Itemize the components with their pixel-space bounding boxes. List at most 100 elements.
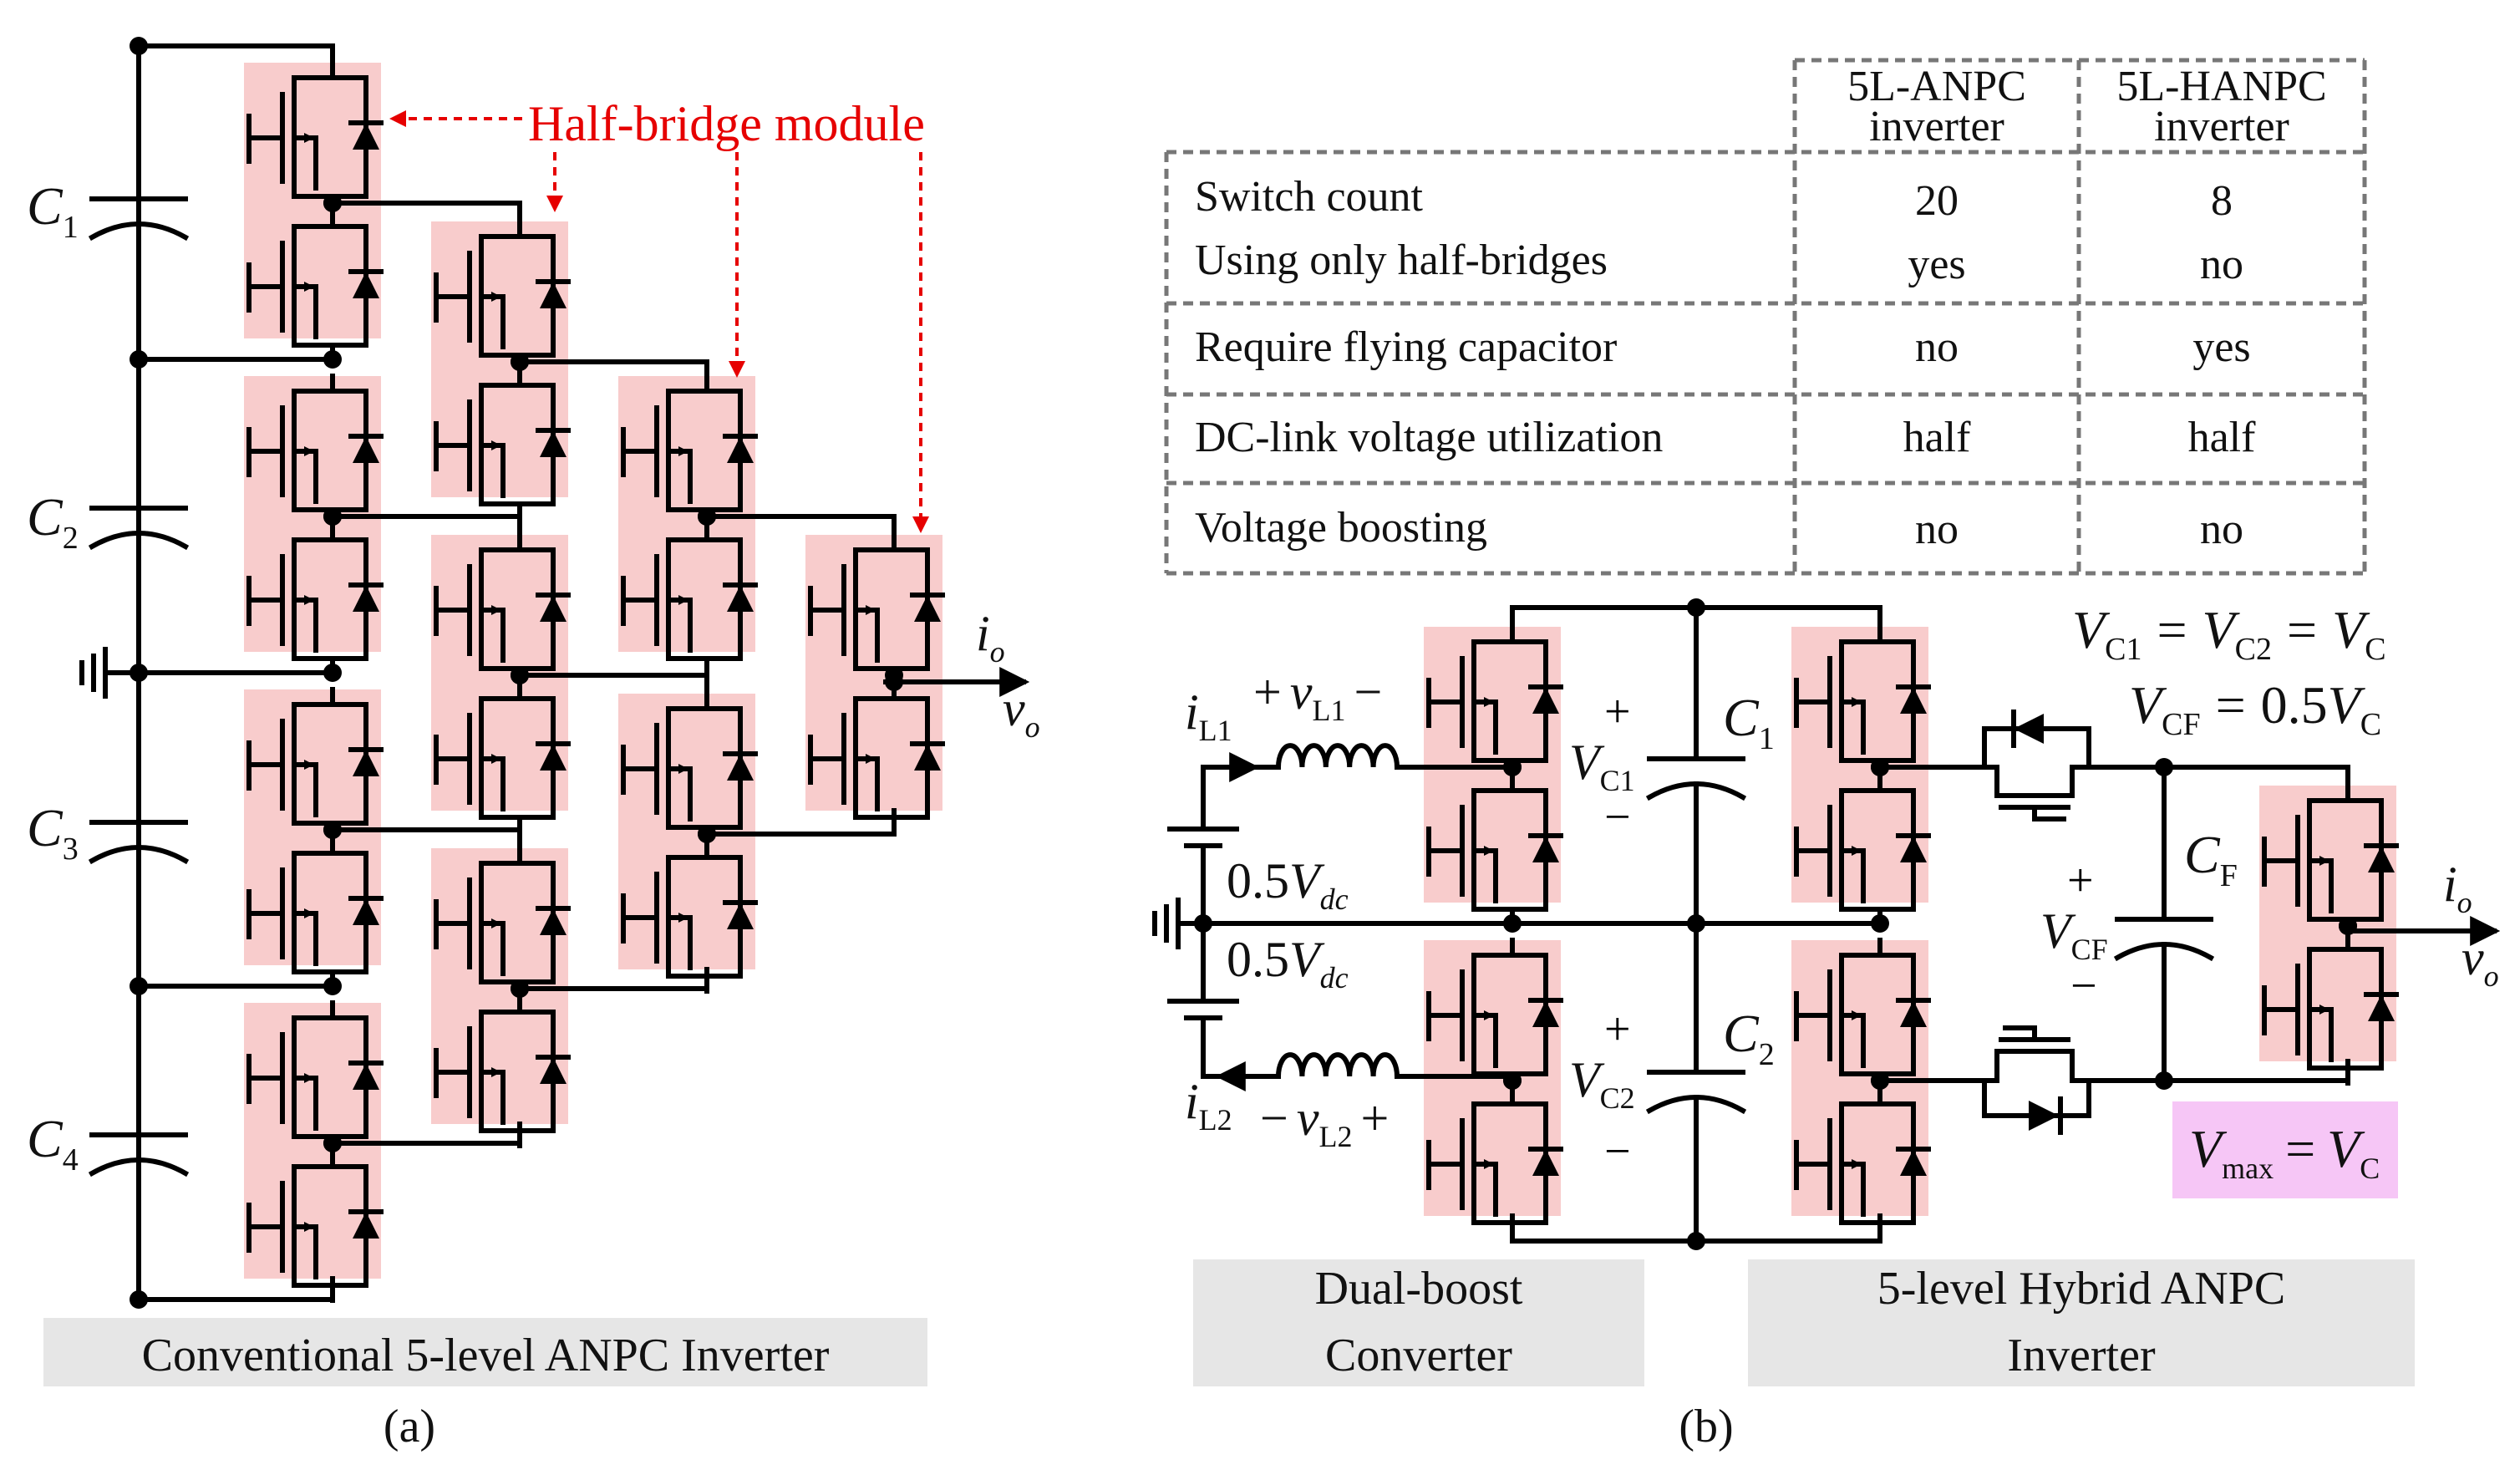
- mosfet-body-tie: [479, 756, 506, 811]
- upper-switch: [246, 687, 384, 841]
- header-hanpc-line1: 5L-HANPC: [2116, 63, 2326, 110]
- io-label-b: io: [2443, 857, 2472, 919]
- cell-anpc: yes: [1908, 241, 1965, 288]
- mosfet-source: [1839, 1212, 1882, 1240]
- mosfet-arrow: [491, 292, 501, 302]
- half-bridge-module: [431, 219, 571, 521]
- half-bridge-module: [431, 846, 571, 1148]
- row-label: Voltage boosting: [1195, 504, 1487, 552]
- mosfet-arrow: [678, 446, 688, 456]
- capacitor-c1: [88, 43, 190, 362]
- vo-label-a: vo: [1003, 681, 1040, 744]
- half-bridge-module: [1791, 624, 1931, 927]
- dc-bus-bottom: [1510, 1213, 1882, 1244]
- mosfet-body-tie: [292, 762, 318, 817]
- mosfet-arrow: [304, 595, 314, 605]
- mosfet-drain: [666, 840, 709, 870]
- cell-anpc: no: [1915, 323, 1959, 371]
- mosfet-body-tie: [853, 756, 880, 811]
- half-bridge-module: [244, 60, 384, 363]
- junction-dot: [1871, 1071, 1889, 1090]
- mosfet-body-tie: [479, 1070, 506, 1125]
- half-bridge-module: [244, 1000, 384, 1303]
- mosfet-drain: [292, 1000, 335, 1030]
- mosfet-drain: [292, 60, 335, 90]
- diode-triangle: [2368, 846, 2395, 872]
- mosfet-arrow: [1852, 1159, 1862, 1169]
- diode-triangle: [353, 123, 379, 150]
- junction-dot: [323, 507, 342, 526]
- vc2-minus: −: [1604, 1126, 1631, 1178]
- mosfet-arrow: [2319, 856, 2329, 866]
- io-label-a: io: [976, 606, 1005, 669]
- mosfet-drain: [479, 219, 522, 249]
- capacitor-c4: [88, 984, 190, 1302]
- junction-dot: [1871, 914, 1889, 933]
- diode-triangle: [540, 1057, 566, 1084]
- panel-b-modules: [1424, 624, 2399, 1240]
- mosfet-arrow: [304, 282, 314, 292]
- capacitor-c3: [88, 670, 190, 989]
- mosfet-arrow: [1484, 1010, 1494, 1020]
- half-bridge-module: [1424, 938, 1563, 1240]
- diode-triangle: [914, 744, 941, 771]
- diode-triangle: [353, 585, 379, 612]
- junction-dot: [1503, 758, 1522, 776]
- mosfet-body-tie: [479, 921, 506, 976]
- mosfet-body-tie: [1839, 699, 1866, 755]
- mosfet-body-tie: [666, 766, 693, 821]
- capacitor-c1-b: [1645, 605, 1747, 926]
- mosfet-drain: [666, 522, 709, 552]
- mosfet-drain: [1839, 624, 1882, 654]
- diode-triangle: [2368, 994, 2395, 1021]
- mosfet-arrow: [678, 764, 688, 774]
- junction-dot: [323, 977, 342, 995]
- src-bot-label: 0.5Vdc: [1227, 932, 1349, 994]
- c2-label-b: C2: [1723, 1004, 1775, 1072]
- cell-hanpc: half: [2188, 414, 2257, 461]
- mosfet-arrow: [1852, 697, 1862, 707]
- inductor-l1: [1275, 743, 1400, 771]
- diode-triangle: [353, 1212, 379, 1239]
- mosfet-source: [853, 806, 897, 835]
- flying-cap-branch: [1871, 710, 2357, 1135]
- cell-anpc: half: [1903, 414, 1972, 461]
- mosfet-arrow: [304, 446, 314, 456]
- mosfet-arrow: [491, 440, 501, 450]
- mosfet-arrow: [678, 595, 688, 605]
- module-interconnect: [517, 673, 709, 696]
- mosfet-arrow: [304, 1222, 314, 1232]
- capacitor-c2: [88, 357, 190, 675]
- diode-triangle: [540, 908, 566, 935]
- mosfet-arrow: [1484, 1159, 1494, 1169]
- caption-box-right: [1748, 1259, 2415, 1386]
- c1-label-b: C1: [1723, 688, 1775, 756]
- mosfet-body-tie: [666, 449, 693, 504]
- caption-left-line1: Dual-boost: [1315, 1263, 1523, 1315]
- half-bridge-module: [1791, 938, 1931, 1240]
- diode-triangle: [353, 1063, 379, 1090]
- mosfet-drain: [479, 532, 522, 562]
- mosfet-body-tie: [479, 608, 506, 663]
- cap-label-c2: C2: [27, 487, 79, 556]
- fc-switch2-body: [1982, 1049, 2091, 1083]
- module-interconnect: [704, 808, 897, 837]
- vmax-equation: Vmax=VC: [2189, 1119, 2380, 1185]
- mosfet-body-tie: [292, 598, 318, 653]
- mosfet-body-tie: [666, 915, 693, 970]
- top-bus: [136, 43, 335, 65]
- cap-label-c4: C4: [27, 1109, 79, 1178]
- junction-dot: [698, 825, 716, 843]
- lower-switch: [621, 522, 758, 676]
- mosfet-body-tie: [292, 1224, 318, 1279]
- mosfet-drain: [666, 691, 709, 721]
- dc-bus-top: [1510, 605, 1882, 629]
- mosfet-arrow: [491, 754, 501, 764]
- mosfet-drain: [666, 374, 709, 404]
- module-interconnect: [330, 514, 522, 537]
- mosfet-arrow: [304, 133, 314, 143]
- mosfet-source: [666, 648, 709, 676]
- mosfet-drain: [2307, 932, 2350, 962]
- vo-label-b: vo: [2462, 930, 2499, 993]
